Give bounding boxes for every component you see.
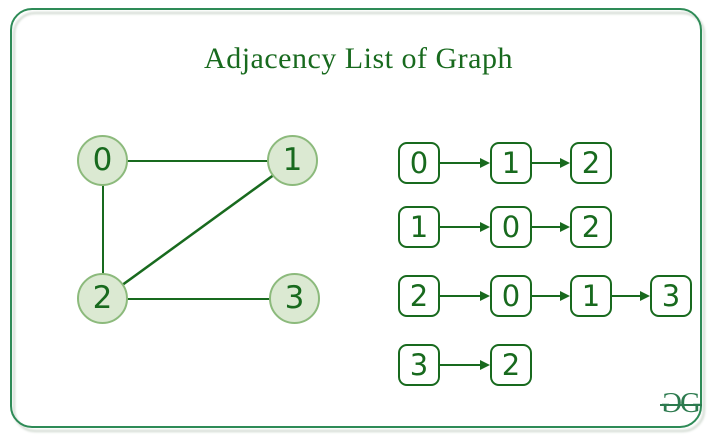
adjacency-row-0: 0 1 2 — [398, 142, 612, 184]
logo-letter-g: G — [680, 387, 701, 419]
arrow-icon — [612, 291, 650, 301]
geeksforgeeks-logo: GG — [660, 387, 702, 419]
logo-letter-g-mirrored: G — [661, 387, 683, 419]
cell-label: 1 — [409, 209, 429, 244]
cell-label: 2 — [409, 278, 429, 313]
adjacency-cell: 2 — [398, 275, 440, 317]
graph-node-2: 2 — [77, 273, 128, 324]
cell-label: 0 — [501, 209, 521, 244]
arrow-icon — [532, 158, 570, 168]
cell-label: 3 — [661, 278, 681, 313]
node-label: 0 — [92, 142, 113, 178]
cell-label: 0 — [409, 145, 429, 180]
adjacency-cell: 0 — [490, 275, 532, 317]
adjacency-cell: 0 — [490, 206, 532, 248]
adjacency-cell: 0 — [398, 142, 440, 184]
card-frame — [10, 8, 702, 428]
cell-label: 2 — [501, 347, 521, 382]
arrow-icon — [440, 291, 490, 301]
adjacency-cell: 3 — [398, 344, 440, 386]
arrow-icon — [440, 158, 490, 168]
adjacency-cell: 3 — [650, 275, 692, 317]
node-label: 1 — [282, 142, 303, 178]
arrow-icon — [532, 222, 570, 232]
cell-label: 1 — [501, 145, 521, 180]
graph-node-3: 3 — [269, 273, 320, 324]
adjacency-cell: 1 — [490, 142, 532, 184]
adjacency-cell: 2 — [570, 142, 612, 184]
page-title: Adjacency List of Graph — [204, 42, 513, 75]
adjacency-cell: 1 — [398, 206, 440, 248]
adjacency-cell: 1 — [570, 275, 612, 317]
adjacency-cell: 2 — [570, 206, 612, 248]
adjacency-row-2: 2 0 1 3 — [398, 275, 692, 317]
adjacency-row-3: 3 2 — [398, 344, 532, 386]
arrow-icon — [440, 360, 490, 370]
logo-bar — [660, 404, 702, 406]
node-label: 3 — [284, 280, 305, 316]
adjacency-cell: 2 — [490, 344, 532, 386]
graph-node-0: 0 — [77, 135, 128, 186]
cell-label: 0 — [501, 278, 521, 313]
cell-label: 3 — [409, 347, 429, 382]
arrow-icon — [440, 222, 490, 232]
adjacency-row-1: 1 0 2 — [398, 206, 612, 248]
cell-label: 1 — [581, 278, 601, 313]
graph-node-1: 1 — [267, 135, 318, 186]
cell-label: 2 — [581, 145, 601, 180]
arrow-icon — [532, 291, 570, 301]
node-label: 2 — [92, 280, 113, 316]
cell-label: 2 — [581, 209, 601, 244]
